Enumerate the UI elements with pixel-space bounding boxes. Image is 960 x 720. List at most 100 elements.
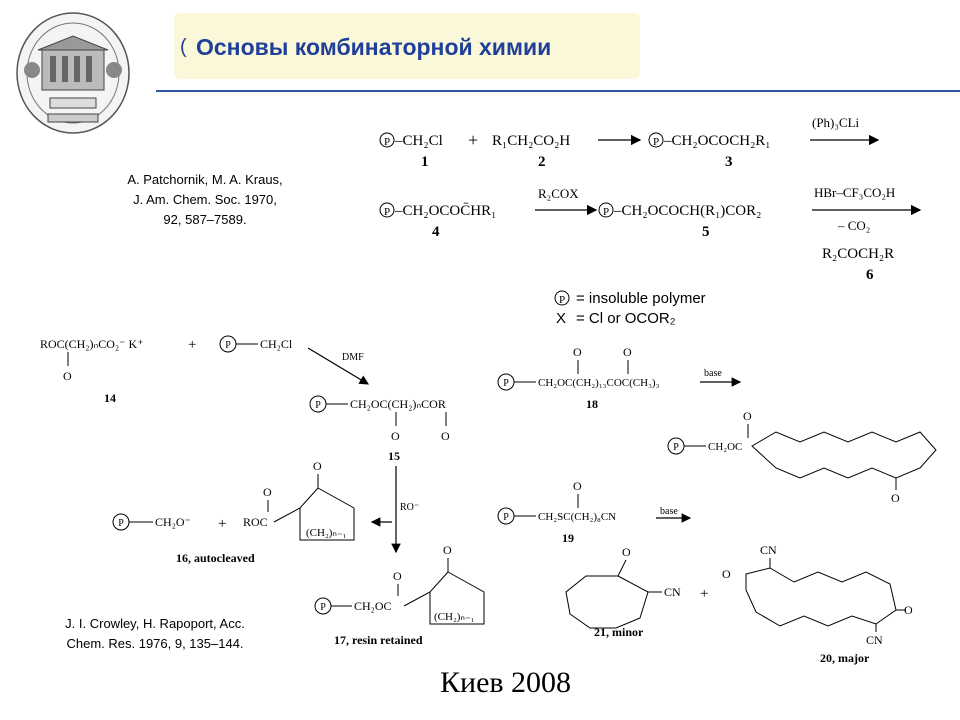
compound-number: 20, major	[820, 651, 870, 665]
reference-line: Chem. Res. 1976, 9, 135–144.	[66, 636, 244, 651]
cleaved-ester: ROC	[243, 515, 268, 529]
compound-number: 19	[562, 531, 574, 545]
reference-line: A. Patchornik, M. A. Kraus,	[127, 172, 283, 187]
compound-number: 16, autocleaved	[176, 551, 255, 565]
ring-methylene: (CH₂)ₙ₋₁	[306, 527, 347, 539]
polymer-label: P	[315, 400, 321, 411]
compound-number: 5	[702, 224, 710, 240]
title-divider	[156, 90, 960, 92]
nitrile-label: CN	[760, 543, 777, 557]
oxygen-label: O	[441, 429, 450, 443]
ring-bonds	[403, 571, 449, 607]
reagent-trityllithium: (Ph)₃CLi	[812, 115, 860, 130]
reagent-hbr: HBr–CF₃CO₂H	[814, 185, 895, 200]
ring-bonds	[429, 571, 485, 625]
reagent-base: base	[660, 506, 678, 517]
polymer-icon	[554, 290, 570, 306]
compound-number: 18	[586, 397, 598, 411]
footer-text: Киев 2008	[440, 666, 572, 699]
compound-number: 14	[104, 391, 116, 405]
reagent-decarboxylation: – CO₂	[837, 218, 870, 233]
acylated-product: –CH₂OCOCH(R₁)COR₂	[613, 203, 761, 219]
ring-bonds	[299, 487, 355, 541]
plus-sign: +	[218, 516, 226, 532]
title-bullet: (	[180, 36, 187, 58]
plus-sign: +	[700, 586, 708, 602]
resin-diester: CH₂OC(CH₂)ₙCOR	[350, 397, 446, 411]
oxygen-label: O	[904, 603, 913, 617]
oxygen-label: O	[313, 459, 322, 473]
medium-ring	[565, 575, 649, 629]
reference-line: J. I. Crowley, H. Rapoport, Acc.	[65, 616, 245, 631]
plus-sign: +	[188, 337, 196, 353]
plus-sign: +	[468, 130, 478, 150]
oxygen-label: O	[573, 345, 582, 359]
top-scheme: P –CH₂Cl + R₁CH₂CO₂H P –CH₂OCOCH₂R₁ (Ph)…	[379, 115, 922, 327]
ring-methylene: (CH₂)ₙ₋₁	[434, 611, 475, 623]
compound-number: 1	[421, 154, 429, 170]
university-logo	[14, 10, 132, 136]
reagent-acyl: R₂COX	[538, 186, 579, 201]
polymer-icon	[598, 202, 614, 218]
resin-macrocycle-ester: CH₂OC	[708, 441, 742, 453]
reagent-alkoxide: RO⁻	[400, 502, 419, 513]
oxygen-label: O	[263, 485, 272, 499]
compound-number: 3	[725, 154, 733, 170]
polymer-label: P	[384, 136, 390, 148]
polymer-label: P	[118, 518, 124, 529]
product-ester: –CH₂OCOCH₂R₁	[663, 133, 771, 149]
ketone-product: R₂COCH₂R	[822, 246, 894, 262]
carbanion: –CH₂OCOC̄HR₁	[394, 203, 496, 219]
oxygen-label: O	[573, 479, 582, 493]
oxygen-label: O	[722, 567, 731, 581]
nitrile-label: CN	[664, 585, 681, 599]
polymer-label: P	[384, 206, 390, 218]
reference-crowley: J. I. Crowley, H. Rapoport, Acc. Chem. R…	[40, 614, 270, 654]
macrocycle-ring	[745, 567, 897, 627]
polymer-label: P	[653, 136, 659, 148]
polymer-icon	[379, 202, 395, 218]
polymer-label: P	[503, 512, 509, 523]
resin-diester-18: CH₂OC(CH₂)₁₃COC(CH₃)₃	[538, 377, 660, 389]
polymer-label: P	[673, 442, 679, 453]
polymer-label: P	[225, 340, 231, 351]
compound-number: 17, resin retained	[334, 633, 423, 647]
ring-bonds	[273, 487, 319, 523]
oxygen-label: O	[63, 369, 72, 383]
polymer-icon	[379, 132, 395, 148]
reactant-acid: R₁CH₂CO₂H	[492, 133, 570, 149]
chloromethyl-resin: CH₂Cl	[260, 337, 293, 351]
polymer-label: P	[503, 378, 509, 389]
oxygen-label: O	[622, 545, 631, 559]
oxygen-label: O	[393, 569, 402, 583]
polymer-icon	[648, 132, 664, 148]
legend-x: = Cl or OCOR₂	[576, 310, 676, 327]
resin-keto-ester: CH₂OC	[354, 599, 392, 613]
reference-line: 92, 587–7589.	[163, 212, 247, 227]
resin-thioester: CH₂SC(CH₂)₈CN	[538, 511, 616, 523]
legend-polymer: = insoluble polymer	[576, 290, 706, 307]
oxygen-label: O	[623, 345, 632, 359]
title-box	[174, 13, 640, 79]
compound-number: 6	[866, 267, 874, 283]
reference-patchornik: A. Patchornik, M. A. Kraus, J. Am. Chem.…	[100, 170, 310, 230]
reference-line: J. Am. Chem. Soc. 1970,	[133, 192, 277, 207]
compound-number: 21, minor	[594, 625, 644, 639]
legend-x-label: X	[556, 310, 566, 327]
polymer-label: P	[320, 602, 326, 613]
oxygen-label: O	[391, 429, 400, 443]
reagent-base: base	[704, 368, 722, 379]
oxygen-label: O	[891, 491, 900, 505]
university-seal-icon	[16, 12, 130, 134]
resin-alkoxide: CH₂O⁻	[155, 515, 191, 529]
potassium-salt: ROC(CH₂)ₙCO₂⁻ K⁺	[40, 337, 144, 351]
carbonyl-bond	[617, 559, 627, 577]
oxygen-label: O	[743, 409, 752, 423]
reactant-chloromethyl: –CH₂Cl	[394, 133, 443, 149]
nitrile-label: CN	[866, 633, 883, 647]
macrocycle-ring	[751, 431, 937, 479]
polymer-label: P	[559, 294, 565, 306]
page-title: Основы комбинаторной химии	[196, 34, 552, 60]
reagent-dmf: DMF	[342, 352, 364, 363]
